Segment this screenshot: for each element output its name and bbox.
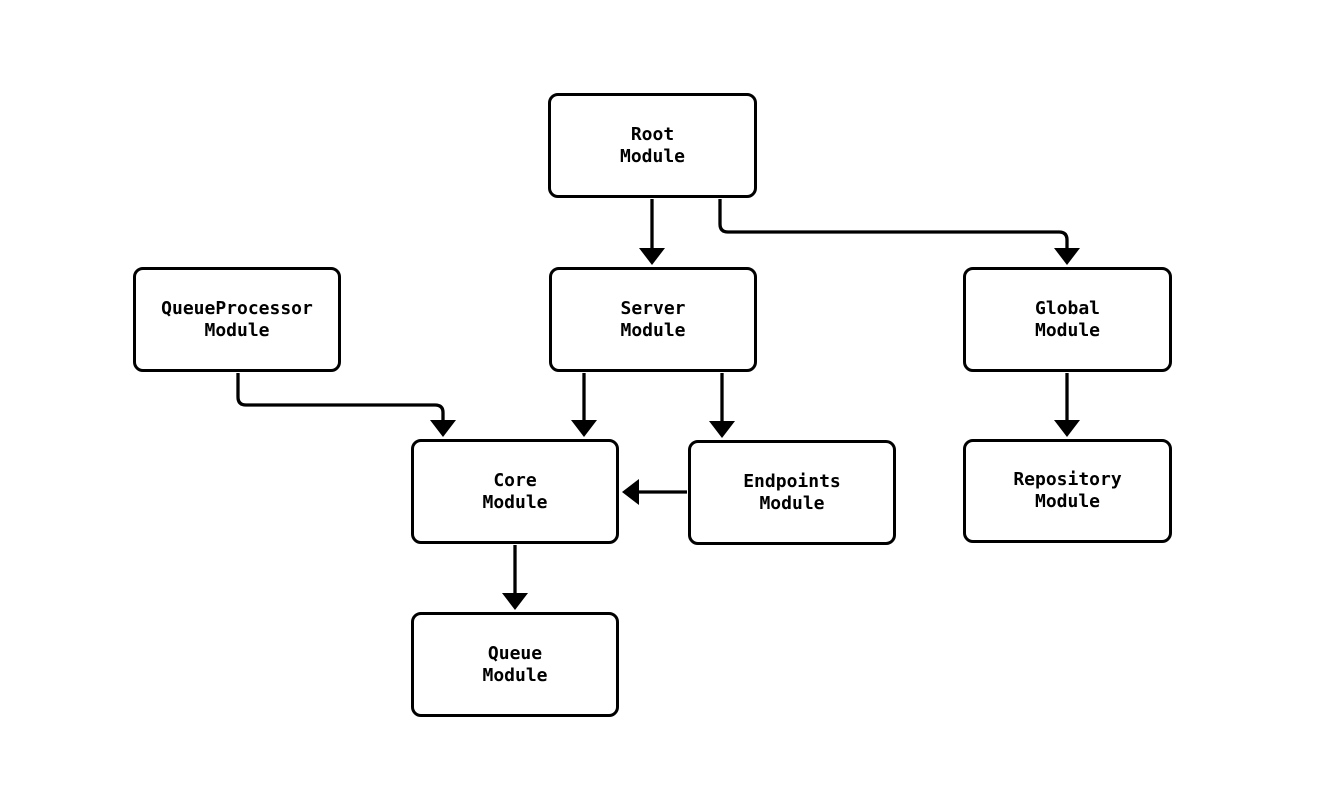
node-root-module: Root Module [548, 93, 757, 198]
node-repository-module: Repository Module [963, 439, 1172, 543]
arrowhead-global-to-repository [1054, 420, 1080, 437]
edge-root-to-global [718, 199, 1080, 265]
edge-server-to-core [571, 373, 597, 437]
edge-global-to-repository [1054, 373, 1080, 437]
edge-endpoints-to-core [622, 479, 687, 505]
arrowhead-endpoints-to-core [622, 479, 639, 505]
node-queue-processor-module: QueueProcessor Module [133, 267, 341, 372]
arrowhead-queue-processor-to-core [430, 420, 456, 437]
arrowhead-server-to-endpoints [709, 421, 735, 438]
edge-root-to-server [639, 199, 665, 265]
node-core-module: Core Module [411, 439, 619, 544]
node-server-module: Server Module [549, 267, 757, 372]
arrowhead-root-to-server [639, 248, 665, 265]
edge-queue-processor-to-core [236, 373, 456, 437]
node-queue-module: Queue Module [411, 612, 619, 717]
arrowhead-core-to-queue [502, 593, 528, 610]
arrowhead-server-to-core [571, 420, 597, 437]
arrowhead-root-to-global [1054, 248, 1080, 265]
edge-core-to-queue [502, 545, 528, 610]
node-global-module: Global Module [963, 267, 1172, 372]
node-endpoints-module: Endpoints Module [688, 440, 896, 545]
edge-server-to-endpoints [709, 373, 735, 438]
